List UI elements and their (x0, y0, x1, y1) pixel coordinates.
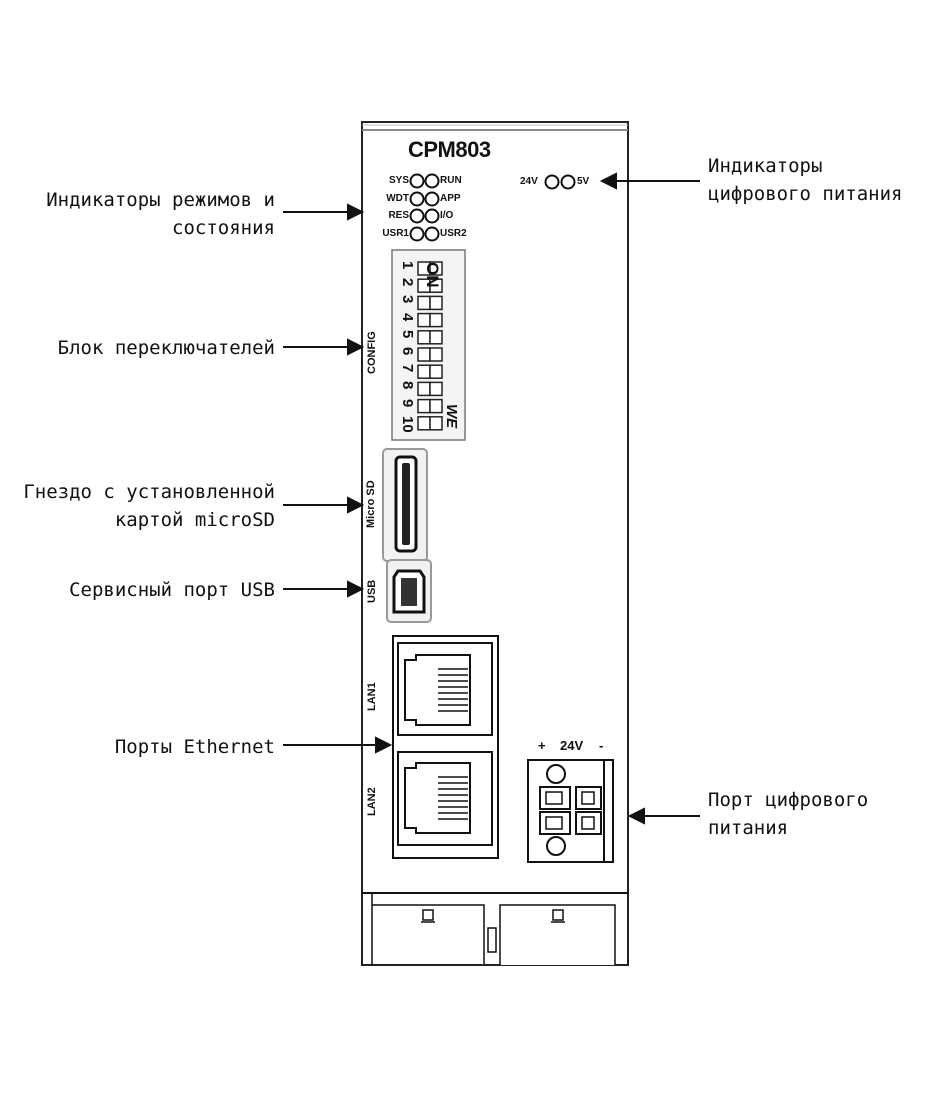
callout-switch-block-line1: Блок переключателей (57, 337, 275, 359)
dip-number-9: 9 (399, 398, 416, 407)
status-led-rings (409, 173, 576, 242)
callout-power-port-line2: питания (708, 817, 789, 839)
callout-power-leds-line2: цифрового питания (708, 183, 903, 205)
callout-sd-slot-line2: картой microSD (114, 509, 275, 531)
led-label-io: I/O (440, 210, 454, 221)
dip-number-2: 2 (399, 278, 416, 287)
dip-switch-2-on (429, 278, 443, 293)
led-res (409, 208, 425, 224)
power-connector (527, 759, 614, 863)
power-led-label-5v: 5V (577, 176, 590, 187)
dip-switch-9-on (429, 398, 443, 414)
config-label: CONFIG (366, 331, 378, 374)
callout-ethernet-line1: Порты Ethernet (114, 736, 275, 758)
callout-switch-block: Блок переключателей (58, 334, 275, 362)
dip-switch-7-on (429, 364, 443, 379)
dip-switch-10-off (417, 416, 431, 431)
callout-usb-port-line1: Сервисный порт USB (69, 579, 275, 601)
lan1-label: LAN1 (366, 682, 378, 711)
dip-switch-3-off (417, 295, 431, 311)
led-label-app: APP (440, 193, 461, 204)
dip-number-1: 1 (399, 261, 416, 270)
usb-label: USB (366, 579, 378, 603)
led-label-wdt: WDT (386, 193, 409, 204)
dip-switch-8-on (429, 381, 443, 397)
usb-port (386, 559, 432, 623)
led-label-sys: SYS (388, 175, 409, 186)
dip-switch-6-on (429, 347, 443, 362)
dip-number-3: 3 (399, 295, 416, 304)
power-led-label-24v: 24V (520, 176, 538, 187)
dip-switch-5-off (417, 330, 431, 345)
ethernet-ports (392, 635, 499, 859)
dip-switch-7-off (417, 364, 431, 379)
dip-switch-6-off (417, 347, 431, 362)
led-24v (544, 174, 560, 190)
callout-status-leds-line2: состояния (172, 217, 275, 239)
screw-top (546, 764, 566, 784)
dip-brand-label: WE (443, 404, 460, 429)
callout-sd-slot: Гнездо с установленной картой microSD (23, 478, 275, 534)
led-run (424, 173, 440, 189)
dip-switch-1-on (429, 261, 443, 276)
led-label-usr1: USR1 (382, 228, 409, 239)
power-voltage-label: 24V (560, 738, 584, 753)
callout-ethernet: Порты Ethernet (115, 733, 275, 761)
dip-switch-9-off (417, 398, 431, 414)
dip-switch-block (391, 249, 466, 441)
callout-sd-slot-line1: Гнездо с установленной (23, 481, 275, 503)
callout-power-leds: Индикаторы цифрового питания (708, 152, 902, 208)
led-app (424, 191, 440, 207)
callout-status-leds: Индикаторы режимов и состояния (46, 186, 275, 242)
power-plus-label: + (538, 738, 546, 753)
power-minus-label: - (599, 738, 604, 753)
dip-on-label: ON (423, 262, 442, 288)
model-label: CPM803 (408, 137, 491, 162)
sd-label: Micro SD (365, 480, 377, 528)
led-usr2 (424, 226, 440, 242)
dip-switch-10-on (429, 416, 443, 431)
dip-number-6: 6 (399, 347, 416, 356)
dip-switch-4-off (417, 312, 431, 328)
dip-switch-5-on (429, 330, 443, 345)
dip-number-5: 5 (399, 329, 416, 339)
dip-number-10: 10 (399, 415, 416, 433)
dip-number-8: 8 (399, 381, 416, 390)
dip-switch-4-on (429, 312, 443, 328)
bottom-latches (362, 892, 628, 965)
led-label-run: RUN (440, 175, 462, 186)
callout-power-port: Порт цифрового питания (708, 786, 868, 842)
lan2-label: LAN2 (366, 787, 378, 816)
led-wdt (409, 191, 425, 207)
led-io (424, 208, 440, 224)
screw-bottom (546, 836, 566, 856)
callout-arrows (283, 172, 700, 825)
dip-switch-8-off (417, 381, 431, 397)
led-5v (560, 174, 576, 190)
dip-number-4: 4 (399, 312, 416, 321)
dip-switch-3-on (429, 295, 443, 311)
led-label-usr2: USR2 (440, 228, 467, 239)
led-sys (409, 173, 425, 189)
callout-power-leds-line1: Индикаторы (708, 155, 823, 177)
led-usr1 (409, 226, 425, 242)
callout-power-port-line1: Порт цифрового (708, 789, 869, 811)
dip-number-7: 7 (399, 364, 416, 373)
led-label-res: RES (388, 210, 409, 221)
callout-usb-port: Сервисный порт USB (69, 576, 275, 604)
microsd-slot (382, 448, 428, 562)
callout-status-leds-line1: Индикаторы режимов и (46, 189, 275, 211)
